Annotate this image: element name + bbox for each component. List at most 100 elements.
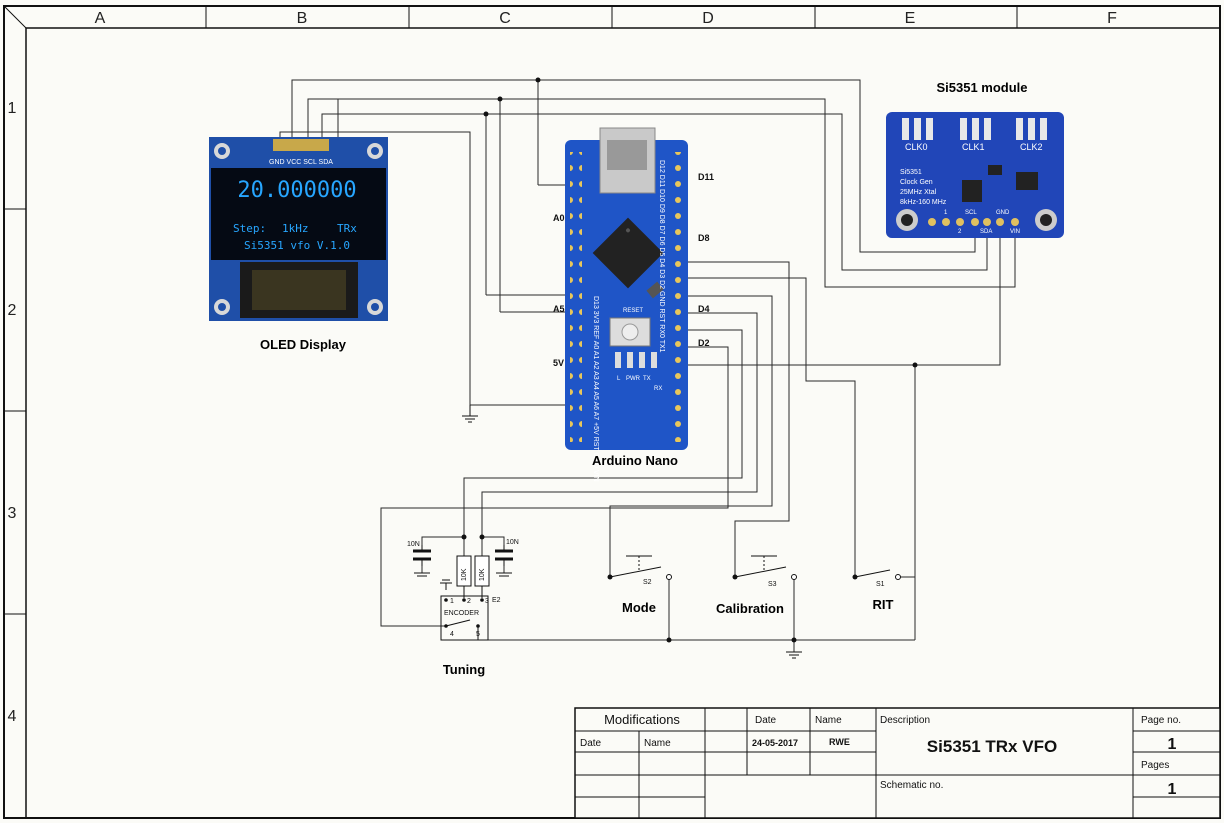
nano-mark-reset: RESET	[623, 308, 643, 314]
encoder-pin-4: 4	[450, 631, 454, 638]
si-chip-text-4: 8kHz-160 MHz	[900, 199, 947, 206]
column-label-e: E	[905, 10, 916, 27]
switch-s1-ref: S1	[876, 581, 885, 588]
si-pin-vin: VIN	[1010, 229, 1020, 235]
ground-symbols	[414, 405, 802, 659]
wire-gnd-bus	[291, 79, 976, 253]
title-block-text: Modifications Date Name Date Name 24-05-…	[580, 712, 1181, 798]
oled-step-value: 1kHz	[282, 222, 309, 235]
tb-description-header: Description	[880, 715, 930, 726]
oled-pin-header: GND VCC SCL SDA	[269, 159, 333, 166]
encoder-name: ENCODER	[444, 610, 479, 617]
encoder-e2-label: E2	[492, 597, 501, 604]
wire-d5-mode	[609, 295, 773, 577]
column-label-f: F	[1107, 10, 1117, 27]
switch-s1-rit: S1 RIT	[852, 569, 901, 612]
si-chip-text-1: Si5351	[900, 169, 922, 176]
encoder-pin-1: 1	[450, 598, 454, 605]
si-clk1: CLK1	[962, 142, 985, 152]
switch-s3-ref: S3	[768, 581, 777, 588]
si-pin-scl: SCL	[965, 210, 977, 216]
arduino-label: Arduino Nano	[592, 453, 678, 468]
wire-d8-calibration	[688, 261, 790, 577]
column-label-c: C	[499, 10, 511, 27]
tb-name-header: Name	[815, 715, 842, 726]
si-clk2: CLK2	[1020, 142, 1043, 152]
tb-pages-header: Pages	[1141, 760, 1169, 771]
pin-label-d8: D8	[698, 233, 710, 243]
junctions	[461, 77, 918, 643]
switch-calibration-label: Calibration	[716, 601, 784, 616]
si-clk0: CLK0	[905, 142, 928, 152]
encoder-circuit: 10N 10N 10K 10K 1 2 3 E2 ENCODER 4 5 Tun…	[407, 539, 519, 677]
cap-label-1: 10N	[407, 541, 420, 548]
switch-rit-label: RIT	[873, 597, 894, 612]
row-label-4: 4	[8, 708, 17, 725]
wire-scl-bus	[321, 113, 988, 271]
oled-label: OLED Display	[260, 337, 347, 352]
wire-d3-encoder	[463, 329, 743, 560]
nano-right-header-text: D12 D11 D10 D9 D8 D7 D6 D5 D4 D3 D2 GND …	[658, 160, 665, 353]
tb-pages: 1	[1168, 781, 1177, 798]
nano-mark-pwr: PWR	[626, 376, 641, 382]
pin-label-5v: 5V	[553, 358, 564, 368]
si5351-label: Si5351 module	[936, 80, 1027, 95]
pin-label-d4: D4	[698, 304, 710, 314]
row-label-3: 3	[8, 505, 17, 522]
pin-label-a5: A5	[553, 304, 565, 314]
si-pin-sda: SDA	[980, 229, 992, 235]
tb-description: Si5351 TRx VFO	[927, 737, 1057, 756]
row-label-2: 2	[8, 302, 17, 319]
tb-schematic-no: Schematic no.	[880, 780, 943, 791]
column-label-b: B	[297, 10, 308, 27]
tb-modifications: Modifications	[604, 712, 680, 727]
si-pin-1: 1	[944, 210, 948, 216]
column-label-d: D	[702, 10, 714, 27]
switch-s2-mode: S2 Mode	[607, 555, 672, 615]
wire-vcc-bus	[307, 98, 1016, 288]
tb-date-value: 24-05-2017	[752, 738, 798, 748]
wire-d4-encoder	[481, 312, 758, 560]
tb-page-no-header: Page no.	[1141, 715, 1181, 726]
switch-mode-label: Mode	[622, 600, 656, 615]
tb-name-col: Name	[644, 738, 671, 749]
nano-mark-rx: RX	[654, 386, 662, 392]
resistor-label-2: 10K	[479, 568, 486, 581]
oled-display-module: GND VCC SCL SDA 20.000000 Step: 1kHz TRx…	[209, 137, 388, 352]
tb-name-value: RWE	[829, 737, 850, 747]
tb-date-header: Date	[755, 715, 777, 726]
title-block	[574, 707, 1221, 819]
switch-s2-ref: S2	[643, 579, 652, 586]
pin-label-d2: D2	[698, 338, 710, 348]
wire-gnd-si	[688, 225, 1001, 366]
wire-d2-encoder-switch	[380, 383, 729, 627]
wire-d2-stub	[688, 346, 729, 383]
oled-frequency: 20.000000	[237, 178, 356, 203]
oled-mode: TRx	[337, 222, 357, 235]
tuning-label: Tuning	[443, 662, 485, 677]
cap-label-2: 10N	[506, 539, 519, 546]
si-chip-text-3: 25MHz Xtal	[900, 189, 937, 196]
encoder-pin-3: 3	[485, 598, 489, 605]
arduino-nano-board: D13 3V3 REF A0 A1 A2 A3 A4 A5 A6 A7 +5V …	[553, 127, 714, 482]
si-chip-text-2: Clock Gen	[900, 179, 933, 186]
switch-s3-calibration: S3 Calibration	[716, 555, 797, 616]
si5351-module: Si5351 module CLK0 CLK1 CLK2 Si5351 Cloc…	[886, 80, 1064, 238]
nano-left-header-text: D13 3V3 REF A0 A1 A2 A3 A4 A5 A6 A7 +5V …	[592, 296, 599, 482]
si-pin-gnd: GND	[996, 210, 1010, 216]
encoder-pin-2: 2	[467, 598, 471, 605]
tb-date-col: Date	[580, 738, 602, 749]
nano-mark-l: L	[617, 376, 621, 382]
resistor-label-1: 10K	[461, 568, 468, 581]
column-label-a: A	[95, 10, 106, 27]
oled-version: Si5351 vfo V.1.0	[244, 239, 350, 252]
pin-label-a0: A0	[553, 213, 565, 223]
nano-mark-tx: TX	[643, 376, 651, 382]
row-label-1: 1	[8, 100, 17, 117]
wire-d7-rit	[688, 277, 856, 577]
si-pin-2: 2	[958, 229, 962, 235]
pin-label-d11: D11	[698, 172, 714, 182]
oled-step-label: Step:	[233, 222, 266, 235]
